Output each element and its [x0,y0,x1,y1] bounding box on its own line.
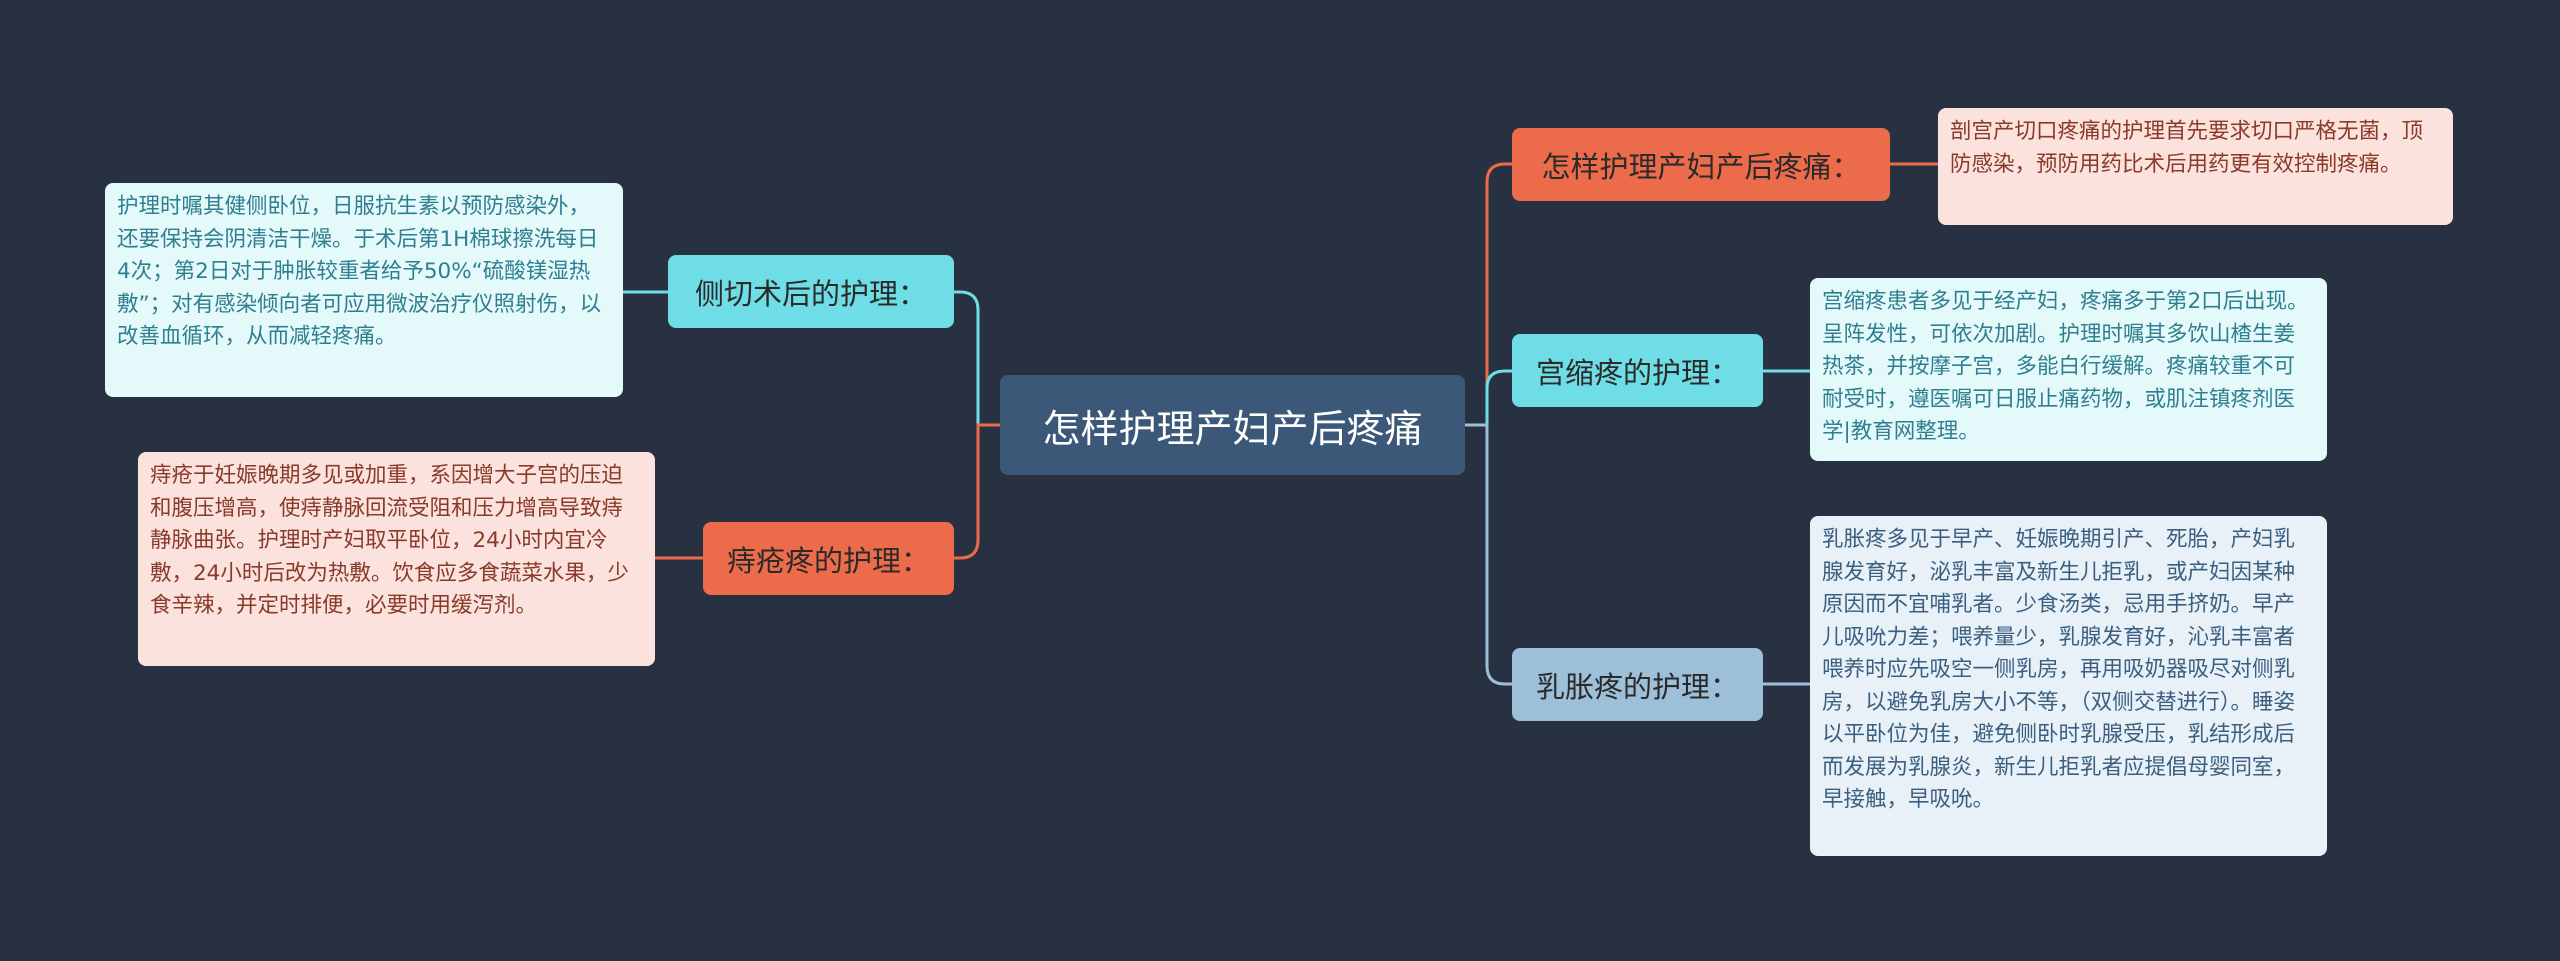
connector-root-to-right-bottom [1465,423,1512,686]
topic-hemorrhoid-pain-care[interactable]: 痔疮疼的护理： [703,522,954,595]
detail-postpartum-pain-care: 剖宫产切口疼痛的护理首先要求切口严格无菌，顶防感染，预防用药比术后用药更有效控制… [1938,108,2453,225]
connector-root-to-right-top [1465,162,1512,427]
topic-episiotomy-care[interactable]: 侧切术后的护理： [668,255,954,328]
detail-episiotomy-care: 护理时嘱其健侧卧位，日服抗生素以预防感染外，还要保持会阴清洁干燥。于术后第1H棉… [105,183,623,397]
topic-postpartum-pain-care[interactable]: 怎样护理产妇产后疼痛： [1512,128,1890,201]
connector-root-to-left-top [952,290,1000,427]
connector-root-to-right-middle [1465,369,1512,427]
topic-uterine-contraction-pain-care[interactable]: 宫缩疼的护理： [1512,334,1763,407]
topic-breast-engorgement-pain-care[interactable]: 乳胀疼的护理： [1512,648,1763,721]
detail-breast-engorgement-pain-care: 乳胀疼多见于早产、妊娠晚期引产、死胎，产妇乳腺发育好，泌乳丰富及新生儿拒乳，或产… [1810,516,2327,856]
detail-uterine-contraction-pain-care: 宫缩疼患者多见于经产妇，疼痛多于第2口后出现。呈阵发性，可依次加剧。护理时嘱其多… [1810,278,2327,461]
connector-root-to-left-bottom [952,423,1000,560]
detail-hemorrhoid-pain-care: 痔疮于妊娠晚期多见或加重，系因增大子宫的压迫和腹压增高，使痔静脉回流受阻和压力增… [138,452,655,666]
root-topic[interactable]: 怎样护理产妇产后疼痛 [1000,375,1465,475]
